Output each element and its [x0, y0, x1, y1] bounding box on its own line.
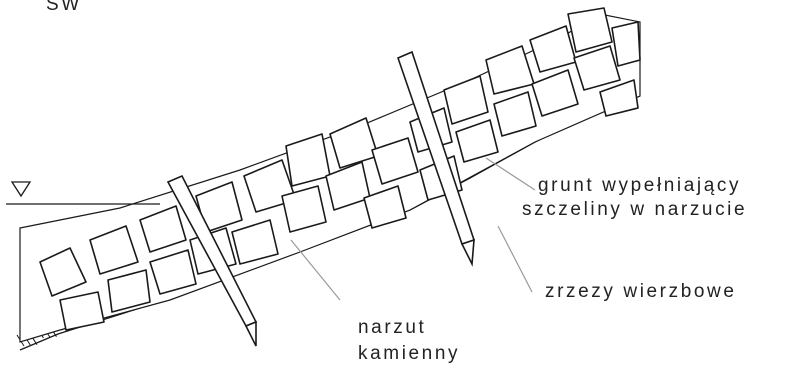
corner-label: SW — [46, 0, 82, 17]
water-level-marker — [6, 182, 160, 204]
fill-soil-label-line2: szczeliny w narzucie — [522, 198, 747, 222]
fill-soil-label-line1: grunt wypełniający — [538, 174, 741, 198]
riprap-label-line1: narzut — [358, 316, 426, 340]
water-level-triangle-icon — [12, 182, 30, 196]
willow-cuttings-label: zrzezy wierzbowe — [545, 280, 737, 304]
stone — [612, 22, 640, 66]
stone — [286, 134, 330, 186]
riprap-label-line2: kamienny — [358, 342, 460, 366]
